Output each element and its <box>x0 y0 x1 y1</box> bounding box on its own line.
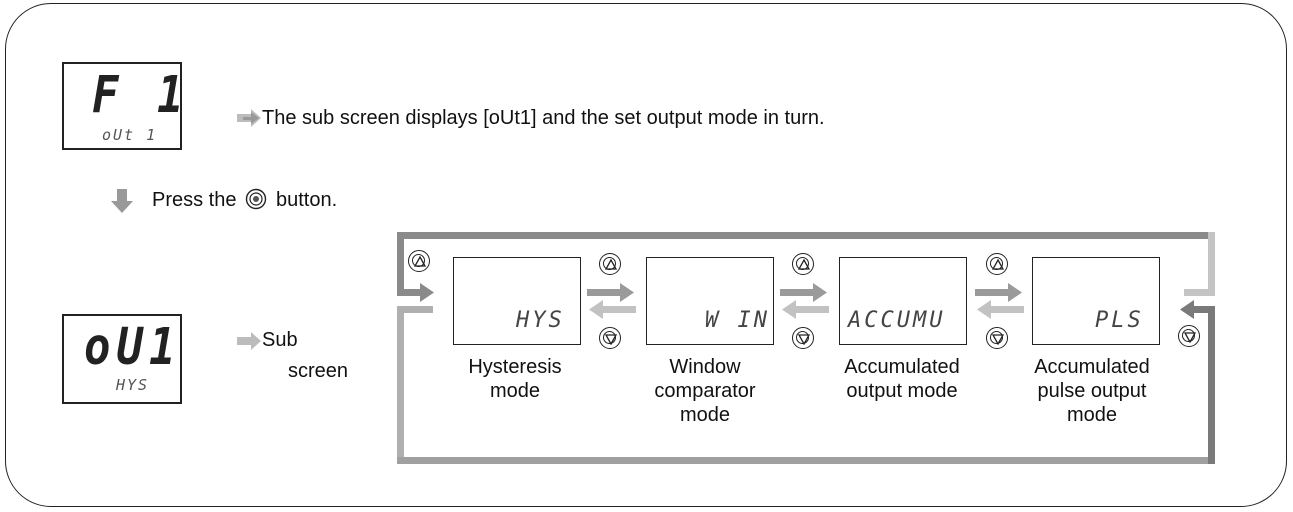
mode-caption-window: Window comparator mode <box>630 355 780 427</box>
caption-line: Accumulated <box>1034 356 1150 378</box>
up-button-icon <box>599 253 621 275</box>
down-button-icon <box>599 327 621 349</box>
lcd-display-step1: F 1 oUt 1 <box>62 62 183 150</box>
down-button-icon <box>792 327 814 349</box>
press-text-after: button. <box>276 189 338 211</box>
mode-display-accumulated: ACCUMU <box>839 257 967 345</box>
caption-line: mode <box>679 404 731 426</box>
lcd-main-text: F 1 <box>92 66 190 125</box>
mode-display-text: PLS <box>1095 308 1144 333</box>
lcd-display-step2: oU1 HYS <box>62 314 182 404</box>
up-button-icon <box>792 253 814 275</box>
sub-screen-label-line1: Sub <box>262 329 298 351</box>
caption-line: comparator <box>654 380 756 402</box>
lcd-sub-text: oUt 1 <box>102 126 158 144</box>
press-text-before: Press the <box>152 189 237 211</box>
caption-line: mode <box>489 380 541 402</box>
up-button-icon <box>986 253 1008 275</box>
step1-description: The sub screen displays [oUt1] and the s… <box>262 107 825 129</box>
caption-line: mode <box>1066 404 1118 426</box>
down-button-icon <box>1178 325 1200 347</box>
down-button-icon <box>986 327 1008 349</box>
sub-screen-label-line2: screen <box>288 360 349 382</box>
mode-display-hysteresis: HYS <box>453 257 581 345</box>
lcd-main-text: oU1 <box>84 318 182 377</box>
mode-display-text: W IN <box>705 308 770 333</box>
mode-display-text: ACCUMU <box>848 308 946 333</box>
lcd-sub-text: HYS <box>116 376 150 394</box>
caption-line: Hysteresis <box>468 356 562 378</box>
mode-display-window: W IN <box>646 257 774 345</box>
caption-line: Accumulated <box>844 356 960 378</box>
caption-line: pulse output <box>1037 380 1147 402</box>
mode-caption-hysteresis: Hysteresis mode <box>440 355 590 403</box>
mode-caption-accumulated: Accumulated output mode <box>822 355 982 403</box>
caption-line: Window <box>669 356 741 378</box>
caption-line: output mode <box>846 380 958 402</box>
mode-caption-pulse: Accumulated pulse output mode <box>1012 355 1172 427</box>
up-button-icon <box>408 250 430 272</box>
diagram-frame <box>5 3 1287 507</box>
mode-display-pulse: PLS <box>1032 257 1160 345</box>
mode-display-text: HYS <box>516 308 565 333</box>
select-button-icon <box>245 188 267 210</box>
